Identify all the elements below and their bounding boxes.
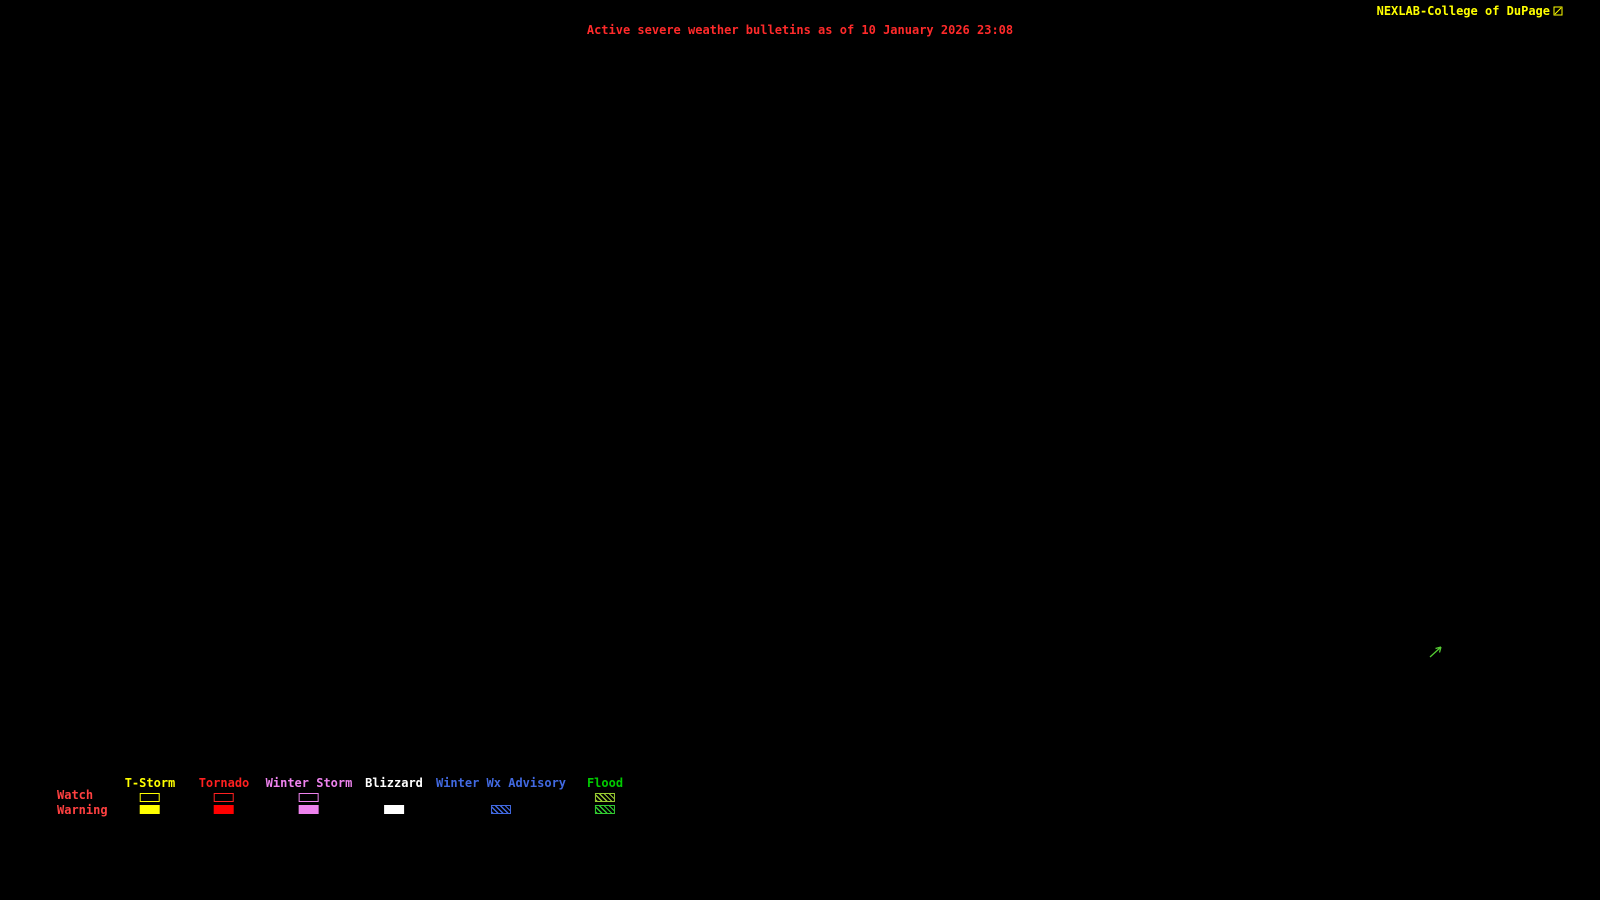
bulletin-title: Active severe weather bulletins as of 10…: [586, 23, 1014, 37]
legend-blizzard-label: Blizzard: [365, 776, 423, 790]
winter-storm-warning-swatch: [298, 805, 319, 814]
brand: NEXLAB-College of DuPage: [1377, 4, 1564, 18]
brand-logo-icon: [1553, 6, 1563, 16]
legend-col-flood: Flood: [587, 777, 623, 814]
legend-tornado-label: Tornado: [198, 776, 250, 790]
winter-wx-advisory-swatch: [490, 805, 511, 814]
legend-tstorm-label: T-Storm: [124, 776, 176, 790]
legend-winter-storm-label: Winter Storm: [265, 776, 353, 790]
legend-col-tstorm: T-Storm: [124, 776, 176, 814]
legend-winter-wx-advisory-label: Winter Wx Advisory: [435, 776, 567, 790]
legend-watch-label: Watch: [57, 788, 94, 802]
winter-storm-watch-swatch: [298, 793, 319, 802]
flood-warning-swatch: [595, 805, 615, 814]
flood-watch-swatch: [595, 793, 615, 802]
tstorm-warning-swatch: [139, 805, 160, 814]
storm-motion-arrow-icon: [1429, 646, 1442, 658]
legend-col-tornado: Tornado: [198, 776, 250, 814]
blizzard-warning-swatch: [383, 805, 404, 814]
legend-col-winter-wx-advisory: Winter Wx Advisory: [436, 777, 566, 814]
legend-col-blizzard: Blizzard: [365, 777, 423, 814]
legend-col-winter-storm: Winter Storm: [265, 776, 353, 814]
legend-row-labels: Watch Warning: [57, 788, 108, 818]
legend: Watch Warning T-Storm Tornado Winter Sto…: [0, 777, 720, 825]
legend-flood-label: Flood: [586, 776, 624, 790]
legend-warning-label: Warning: [57, 803, 108, 817]
tornado-watch-swatch: [213, 793, 234, 802]
tornado-warning-swatch: [213, 805, 234, 814]
tstorm-watch-swatch: [139, 793, 160, 802]
brand-label: NEXLAB-College of DuPage: [1376, 4, 1550, 18]
